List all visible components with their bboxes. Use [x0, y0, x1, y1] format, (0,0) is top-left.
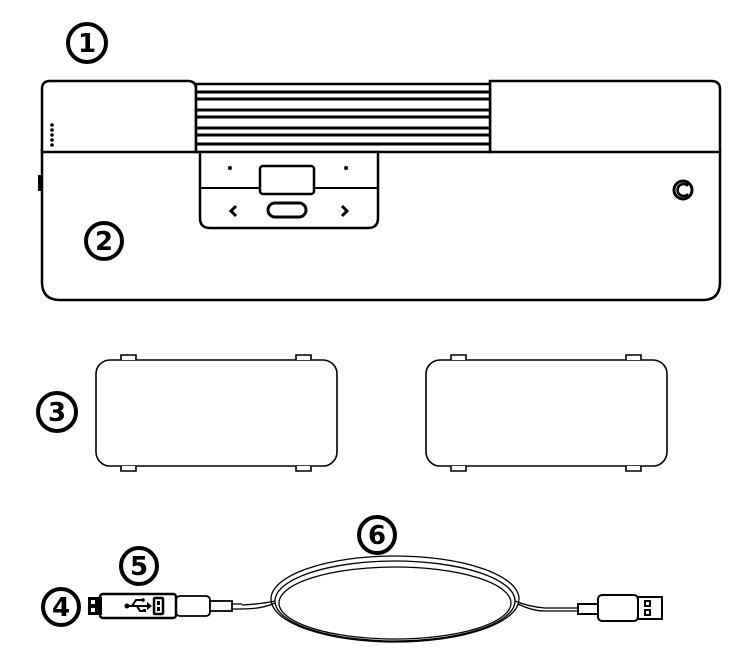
left-arrow-icon [228, 204, 238, 218]
callout-5: 5 [119, 546, 159, 586]
callout-3-label: 3 [48, 398, 66, 428]
left-cable-end [175, 595, 242, 617]
callout-2: 2 [84, 221, 124, 261]
extension-pads [95, 354, 668, 472]
side-switch [38, 175, 42, 191]
right-arrow-icon [340, 204, 350, 218]
callout-6: 6 [357, 515, 397, 555]
usb-symbol-icon [124, 598, 152, 612]
rollerbar-ribs [196, 90, 490, 146]
usb-cable [88, 555, 663, 643]
callout-1: 1 [66, 22, 108, 64]
cable-loops [241, 555, 578, 643]
extension-pad-right [425, 354, 668, 472]
right-top-pad [488, 79, 722, 154]
main-device [38, 79, 722, 302]
callout-2-label: 2 [95, 227, 113, 257]
callout-1-label: 1 [78, 29, 96, 59]
extension-pad-left [95, 354, 338, 472]
logo-icon [672, 179, 694, 201]
wrist-rest [40, 148, 722, 302]
usb-a-connector-right [577, 594, 663, 622]
center-button [258, 164, 316, 196]
usb-a-plug-left [88, 597, 102, 615]
indicator-dot-right [344, 166, 348, 170]
callout-3: 3 [36, 391, 78, 433]
callout-4-label: 4 [52, 593, 70, 623]
callout-4: 4 [41, 587, 81, 627]
scroll-button [266, 201, 308, 219]
battery-indicator [50, 123, 54, 147]
callout-5-label: 5 [130, 552, 148, 582]
indicator-dot-left [228, 166, 232, 170]
left-top-pad [40, 79, 198, 154]
callout-6-label: 6 [368, 521, 386, 551]
